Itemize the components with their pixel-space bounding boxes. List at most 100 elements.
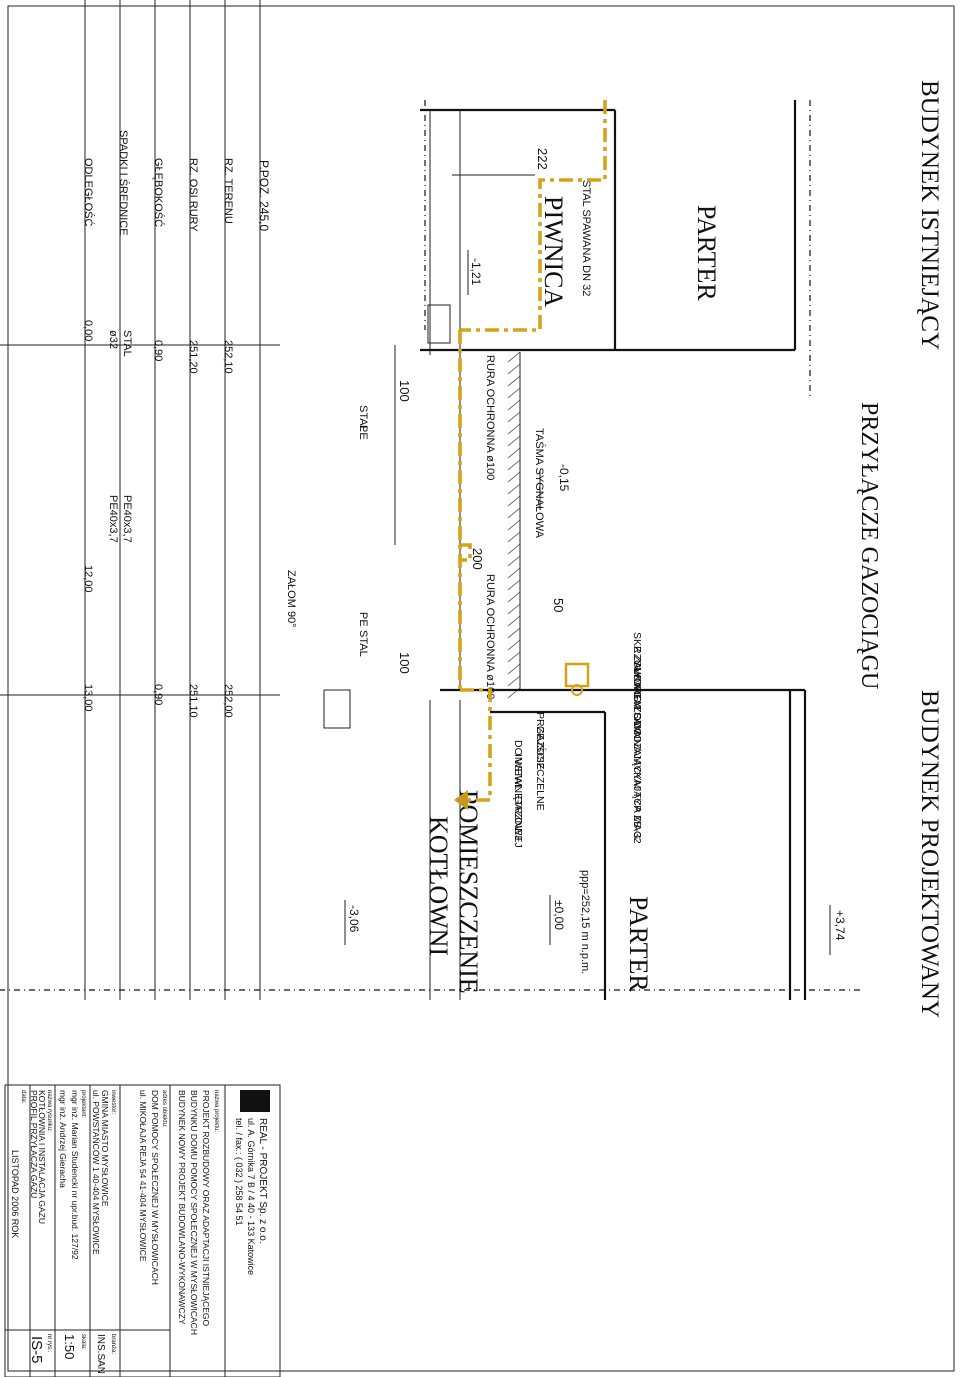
label-skrzynka-1: SKRZYNKA GAZOWA <box>631 632 643 737</box>
room-parter-right: PARTER <box>624 896 653 992</box>
level-plus-374: +3,74 <box>833 910 847 941</box>
tb-branch: INS.SAN <box>95 1334 106 1374</box>
col-b-spadek-2: PE40x3,7 <box>107 495 119 543</box>
tb-drafter: mgr inż. Andrzej Gieracha <box>58 1090 68 1188</box>
label-skrzynka-3: GŁOWICA SAMOZAMYKAJĄCA MAG <box>631 660 643 839</box>
hatch-line <box>507 531 521 543</box>
col-a-os: 251,20 <box>187 340 199 374</box>
col-a-gleb: 0,90 <box>152 340 164 361</box>
dim-100-right: 100 <box>397 652 412 674</box>
hatch-line <box>507 639 521 651</box>
label-przejscie-1: PRZEJŚCIE <box>534 712 547 770</box>
designed-building-outline <box>0 688 860 1000</box>
label-przejscie-2: GAZOSZCZELNE <box>534 726 546 811</box>
hatch-line <box>507 351 521 363</box>
col-a-spadek-2: ø32 <box>107 330 119 349</box>
hatch-line <box>507 399 521 411</box>
gas-box-icon <box>564 662 590 688</box>
hatch-line <box>507 663 521 675</box>
level-pm-000: ±0,00 <box>552 900 566 930</box>
tb-scale: 1:50 <box>62 1334 77 1359</box>
existing-building-outline <box>420 100 811 400</box>
hatch-line <box>507 627 521 639</box>
col-a-odl: 0,00 <box>82 320 94 341</box>
label-pe-1: PE <box>357 425 369 440</box>
profile-ppoz: P.POZ. 245,0 <box>257 160 271 231</box>
tb-name-label: nazwa projektu: <box>213 1090 219 1132</box>
room-parter-left: PARTER <box>692 205 721 301</box>
col-c-gleb: 0,90 <box>152 684 164 705</box>
tb-company-1: REAL - PROJEKT Sp. z o.o. <box>257 1118 268 1244</box>
connection-title: PRZYŁĄCZE GAZOCIĄGU <box>856 402 882 689</box>
hatch-line <box>507 447 521 459</box>
label-wewn-1: DO WEWNĘTRZNEJ <box>512 740 524 840</box>
label-skrzynka-2: Z ZAWOREM ODCINAJĄCYM TYP ZB-32 <box>631 646 643 844</box>
tb-name-1: PROJEKT ROZBUDOWY ORAZ ADAPTACJI ISTNIEJ… <box>201 1090 211 1327</box>
tb-investor-label: inwestor: <box>110 1090 116 1114</box>
tb-company-2: ul. A. Górnika 7 B / 4 40 - 133 Katowice <box>246 1118 256 1275</box>
tb-date-label: data: <box>20 1090 26 1104</box>
col-a-spadek-1: STAL <box>121 330 133 357</box>
label-rura-ochronna-2: RURA OCHRONNA ø100 <box>484 574 496 699</box>
hatch-line <box>507 675 521 687</box>
hatch-line <box>507 435 521 447</box>
col-b-spadek-1: PE40x3,7 <box>121 495 133 543</box>
dim-50: 50 <box>551 598 566 612</box>
col-c-odl: 13,00 <box>82 684 94 712</box>
label-stal-2: STAL <box>357 630 369 657</box>
sheet-border <box>7 5 955 1372</box>
tb-designer-label: projektant: <box>80 1090 86 1118</box>
label-tasma: TAŚMA SYGNAŁOWA <box>533 428 546 539</box>
building-designed-title: BUDYNEK PROJEKTOWANY <box>916 690 943 1018</box>
hatch-line <box>507 483 521 495</box>
tb-addr-2: ul. MIKOŁAJA REJA 54 41-404 MYSŁOWICE <box>138 1090 148 1262</box>
tb-designer: mgr inż. Marian Studencki nr upr.bud. 12… <box>70 1090 80 1260</box>
tb-addr-label: adres obiektu: <box>161 1090 167 1128</box>
tb-number: IS-5 <box>28 1336 45 1364</box>
level-ppp: ppp=252,15 m n.p.m. <box>579 870 591 974</box>
label-wewn-2: INSTAL. GAZOWEJ <box>512 754 524 848</box>
hatch-line <box>507 651 521 663</box>
hatch-line <box>507 615 521 627</box>
tb-number-label: nr rys.: <box>46 1334 52 1353</box>
profile-table <box>0 0 280 1000</box>
tb-company-3: tel. / fax.: ( 032 ) 258 54 51 <box>234 1118 244 1226</box>
profile-row-teren: RZ. TERENU <box>222 158 234 224</box>
hatch-line <box>507 363 521 375</box>
label-stal-1: STAL <box>357 405 369 432</box>
gas-arrow-icon <box>454 790 468 810</box>
dim-100-left: 100 <box>397 380 412 402</box>
tb-name-2: BUDYNKU DOMU POMOCY SPOŁECZNEJ W MYSŁOWI… <box>189 1090 199 1335</box>
hatch-line <box>507 387 521 399</box>
gas-pipe-route <box>454 100 607 810</box>
label-rura-ochronna-1: RURA OCHRONNA ø100 <box>484 355 496 480</box>
tb-drawing-label: nazwa rysunku: <box>46 1090 52 1132</box>
room-piwnica: PIWNICA <box>539 196 568 307</box>
hatch-line <box>507 495 521 507</box>
col-c-os: 251,10 <box>187 684 199 718</box>
hatch-line <box>507 519 521 531</box>
hatch-line <box>507 411 521 423</box>
hatch-line <box>507 567 521 579</box>
profile-row-spadki: SPADKI I ŚREDNICE <box>117 130 130 236</box>
level-minus-306: -3,06 <box>347 905 361 933</box>
hatch-line <box>507 543 521 555</box>
col-a-teren: 252,10 <box>222 340 234 374</box>
tb-branch-label: branża: <box>110 1334 116 1354</box>
hatch-line <box>507 555 521 567</box>
profile-row-os: RZ. OSI RURY <box>187 158 199 232</box>
tb-date: LISTOPAD 2006 ROK <box>10 1150 20 1238</box>
title-block <box>4 1084 281 1377</box>
hatch-line <box>507 591 521 603</box>
dim-200: 200 <box>470 548 485 570</box>
profile-row-gleb: GŁĘBOKOŚĆ <box>152 158 165 227</box>
col-c-teren: 252,00 <box>222 684 234 718</box>
company-logo-icon <box>240 1090 270 1112</box>
hatch-line <box>507 459 521 471</box>
building-existing-title: BUDYNEK ISTNIEJĄCY <box>916 80 943 350</box>
level-minus-121: -1,21 <box>469 258 483 286</box>
hatch-line <box>507 507 521 519</box>
